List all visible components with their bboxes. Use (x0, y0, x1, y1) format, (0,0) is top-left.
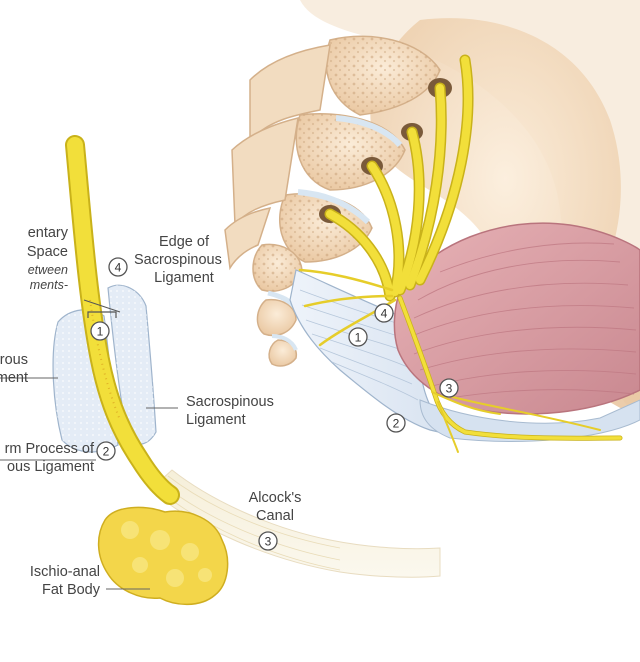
label-intersegmental-note-line2: ments- (29, 278, 68, 292)
pudendal-nerve (67, 137, 178, 503)
label-fat-body-line2: Fat Body (41, 582, 100, 598)
label-sacrospinous-line2: Ligament (186, 412, 246, 428)
marker-4-detail: 4 (115, 261, 122, 275)
alcocks-canal-sheath (149, 469, 441, 578)
label-edge-line2: Sacrospinous (134, 252, 222, 268)
label-falciform-line2: ous Ligament (6, 459, 94, 475)
pelvis-markers: 4 1 3 2 (348, 303, 459, 433)
sacral-plexus (298, 54, 623, 453)
detail-markers: 4 1 2 3 (90, 257, 278, 551)
label-sacrotuberous-line1: rous (0, 352, 28, 368)
muscle-striations (411, 242, 637, 399)
label-alcocks-canal-line2: Canal (256, 508, 294, 524)
label-sacrotuberous-line2: ment (0, 370, 28, 386)
label-fat-body-line1: Ischio-anal (29, 564, 100, 580)
label-intersegmental-space-line1: entary (27, 225, 68, 241)
marker-1-pelvis: 1 (355, 331, 362, 345)
label-edge-line3: Ligament (154, 270, 214, 286)
marker-3-pelvis: 3 (446, 382, 453, 396)
label-alcocks-canal-line1: Alcock's (248, 490, 302, 506)
bracket-leader (83, 299, 121, 313)
marker-3-detail: 3 (265, 535, 272, 549)
label-falciform-line1: rm Process of (4, 441, 94, 457)
marker-1-detail: 1 (97, 325, 104, 339)
ischio-anal-fat-body (97, 506, 229, 606)
marker-2-pelvis: 2 (393, 417, 400, 431)
detail-illustration: 4 1 2 3 (0, 135, 441, 606)
marker-4-pelvis: 4 (381, 307, 388, 321)
leader-lines (0, 377, 178, 590)
label-intersegmental-space-line2: Space (26, 244, 68, 260)
label-edge-line1: Edge of (159, 234, 209, 250)
label-sacrospinous-line1: Sacrospinous (186, 394, 274, 410)
fat-lobules (121, 521, 212, 587)
intersegmental-bracket (87, 311, 117, 318)
muscle (393, 222, 640, 415)
pelvis-illustration: 4 1 3 2 (224, 0, 640, 453)
marker-2-detail: 2 (103, 445, 110, 459)
label-intersegmental-note-line1: etween (27, 263, 68, 277)
